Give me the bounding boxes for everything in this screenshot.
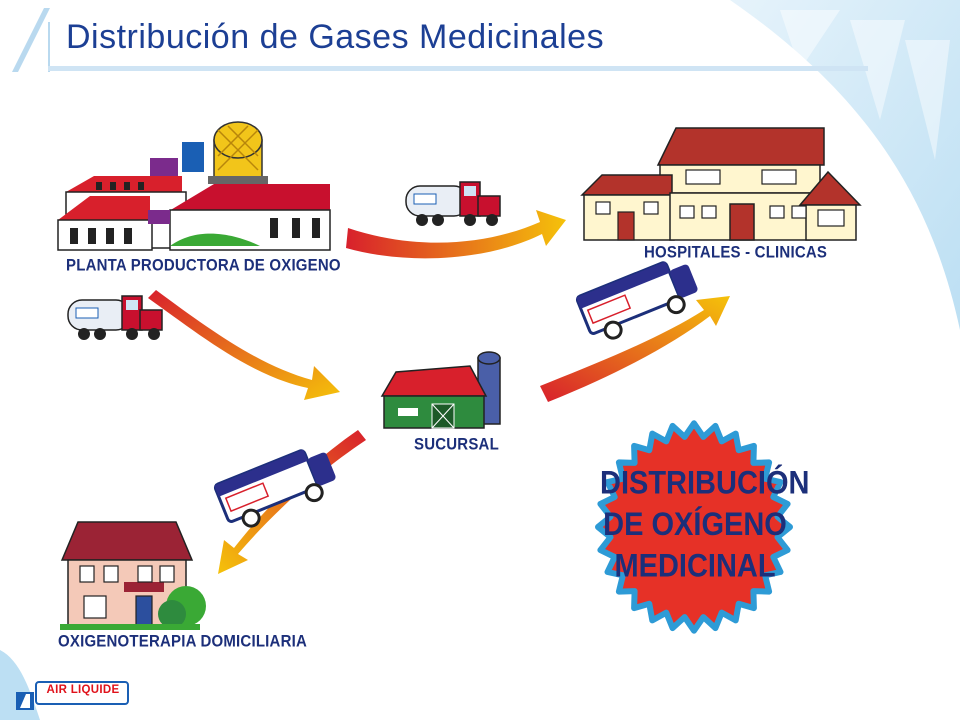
arrow-plant-to-branch: [148, 290, 340, 400]
badge-burst: [595, 420, 793, 634]
delivery-van-left-icon: [213, 449, 336, 528]
arrow-branch-to-hospitals: [540, 296, 730, 402]
tanker-truck-left-icon: [67, 295, 163, 340]
label-branch: SUCURSAL: [414, 435, 499, 454]
label-home: OXIGENOTERAPIA DOMICILIARIA: [58, 632, 308, 651]
delivery-van-right-icon: [575, 261, 698, 340]
logo-brand-text: AIR LIQUIDE: [46, 684, 120, 696]
arrow-plant-to-hospitals: [346, 210, 566, 259]
branch-illustration: [380, 351, 501, 429]
air-liquide-logo: [16, 681, 129, 710]
title-slash-icon: [12, 8, 50, 72]
home-illustration: [60, 521, 206, 630]
badge-line-2: DE OXÍGENO: [603, 507, 787, 543]
badge-text: DISTRIBUCIÓN DE OXÍGENO MEDICINAL: [600, 463, 810, 587]
label-hospitals: HOSPITALES - CLINICAS: [644, 243, 828, 262]
page-title: Distribución de Gases Medicinales: [66, 18, 605, 56]
background-swoosh: [730, 0, 960, 330]
plant-illustration: [57, 121, 331, 251]
title-underline: [48, 66, 868, 71]
badge-line-1: DISTRIBUCIÓN: [600, 465, 810, 502]
tanker-truck-top-icon: [405, 181, 501, 226]
badge-line-3: MEDICINAL: [614, 548, 776, 585]
hospital-illustration: [580, 127, 862, 241]
label-plant: PLANTA PRODUCTORA DE OXIGENO: [66, 256, 341, 275]
